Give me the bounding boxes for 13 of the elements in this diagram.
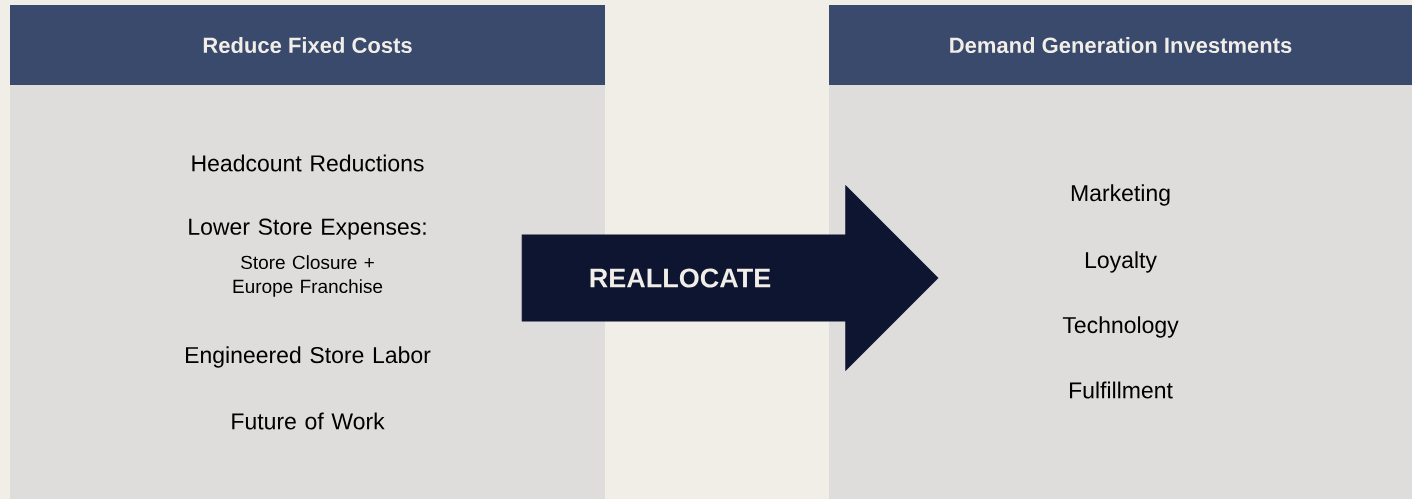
list-item: Store Closure + Europe Franchise [233, 255, 383, 297]
list-item: Fulfillment [1070, 381, 1173, 399]
list-item: Engineered Store Labor [186, 346, 431, 368]
list-item: Headcount Reductions [192, 154, 424, 172]
header-band: Reduce Fixed Costs [10, 5, 605, 85]
block-arrow [521, 185, 939, 371]
list-item: Future of Work [232, 412, 385, 430]
list-item: Technology [1062, 316, 1179, 338]
list-item: Loyalty [1085, 251, 1157, 273]
edge-label: REALLOCATE [590, 268, 771, 288]
list-item: Lower Store Expenses: [189, 218, 426, 240]
list-item: Marketing [1071, 184, 1170, 206]
header-band: Demand Generation Investments [829, 5, 1412, 85]
